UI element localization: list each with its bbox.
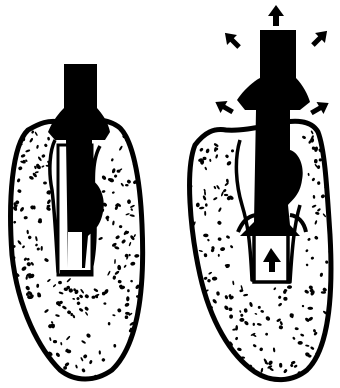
stipple-dot	[24, 372, 27, 375]
force-arrow-up	[268, 5, 284, 26]
stipple-dot	[195, 321, 198, 325]
stipple-dot	[229, 368, 234, 373]
stipple-dot	[13, 307, 16, 312]
panel-before	[11, 64, 145, 380]
stipple-dot	[193, 345, 197, 348]
stipple-dot	[195, 313, 198, 317]
stipple-dot	[320, 363, 324, 367]
stipple-dot	[17, 336, 22, 341]
stipple-dot	[188, 354, 192, 358]
stipple-dot	[15, 368, 21, 373]
stipple-dot	[191, 360, 195, 364]
stipple-dot	[206, 316, 211, 321]
post-gap-left	[68, 232, 82, 268]
stipple-dot	[226, 370, 230, 375]
stipple-dot	[191, 282, 196, 288]
stipple-dot	[139, 167, 144, 173]
stipple-dot	[310, 369, 315, 373]
stipple-dot	[48, 368, 51, 370]
stipple-dot	[327, 127, 331, 131]
stipple-dot	[197, 296, 202, 301]
stipple-dot	[250, 374, 256, 380]
stipple-dot	[211, 357, 215, 361]
stipple-dot	[13, 130, 16, 132]
stipple-dot	[32, 374, 35, 378]
stipple-dot	[201, 339, 207, 345]
stipple-dot	[139, 368, 143, 371]
stipple-dot	[298, 341, 303, 345]
stipple-dot	[321, 369, 327, 375]
force-arrow-lower-left	[212, 96, 236, 118]
stipple-dot	[194, 132, 198, 136]
stipple-dot	[188, 140, 193, 146]
stipple-dot	[225, 370, 228, 373]
panel-after	[188, 30, 333, 381]
stipple-dot	[131, 343, 136, 347]
stipple-dot	[225, 360, 228, 365]
stipple-dot	[205, 330, 211, 334]
stipple-dot	[204, 328, 207, 332]
stipple-dot	[137, 134, 141, 138]
stipple-dot	[322, 353, 327, 358]
stipple-dot	[190, 303, 193, 307]
stipple-dot	[133, 350, 137, 354]
stipple-dot	[327, 147, 331, 151]
stipple-dot	[134, 336, 138, 340]
stipple-dot	[133, 135, 136, 138]
stipple-dot	[33, 372, 37, 375]
stipple-dot	[201, 306, 206, 312]
stipple-dot	[21, 329, 24, 333]
stipple-dot	[214, 360, 218, 363]
stipple-dot	[194, 363, 198, 367]
stipple-dot	[16, 320, 21, 324]
stipple-dot	[203, 356, 207, 362]
stipple-dot	[211, 367, 215, 373]
stipple-dot	[202, 367, 207, 372]
stipple-dot	[135, 363, 139, 368]
stipple-dot	[188, 355, 192, 361]
stipple-dot	[221, 366, 225, 370]
stipple-dot	[136, 347, 139, 351]
stipple-dot	[216, 340, 220, 344]
stipple-dot	[17, 373, 23, 379]
stipple-dot	[30, 337, 33, 340]
stipple-dot	[312, 375, 316, 380]
stipple-dot	[131, 359, 135, 363]
stipple-dot	[14, 337, 20, 342]
stipple-dot	[232, 366, 237, 369]
force-arrow-upper-right	[308, 26, 332, 50]
stipple-dot	[195, 366, 198, 369]
force-arrow-lower-right	[308, 97, 332, 119]
stipple-dot	[189, 331, 195, 337]
stipple-dot	[132, 349, 136, 353]
stipple-dot	[199, 300, 205, 307]
force-arrow-upper-left	[220, 28, 244, 52]
stipple-dot	[200, 341, 202, 344]
stipple-dot	[323, 364, 328, 368]
stipple-dot	[13, 348, 19, 354]
stipple-dot	[192, 284, 196, 289]
stipple-dot	[23, 360, 26, 362]
